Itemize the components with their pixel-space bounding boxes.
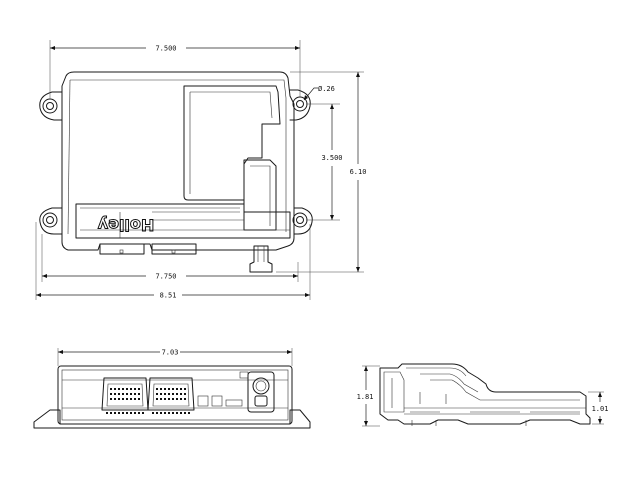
svg-text:1.81: 1.81 bbox=[357, 393, 374, 401]
svg-text:7.500: 7.500 bbox=[155, 45, 176, 53]
side-view-body bbox=[379, 363, 591, 425]
dimension-side-height: 1.81 bbox=[357, 365, 380, 427]
dimension-overall-width: 7.500 bbox=[49, 40, 301, 99]
top-view-connector-b bbox=[151, 243, 197, 255]
front-view-body bbox=[57, 365, 293, 425]
svg-text:3.500: 3.500 bbox=[321, 154, 342, 162]
dimension-overall-height: 6.10 bbox=[276, 71, 367, 273]
svg-text:8.51: 8.51 bbox=[160, 292, 177, 300]
dimension-mount-span: 7.750 bbox=[41, 234, 299, 282]
top-view-lower-rail bbox=[75, 203, 291, 239]
front-view-connector-pins bbox=[106, 388, 190, 414]
svg-text:1.01: 1.01 bbox=[592, 405, 609, 413]
svg-text:Ø.26: Ø.26 bbox=[318, 85, 335, 93]
front-view: 7.03 bbox=[33, 348, 311, 429]
front-view-vent-plug bbox=[247, 371, 275, 413]
top-view-connector-a bbox=[99, 243, 145, 255]
top-view-raised-block bbox=[183, 85, 281, 201]
svg-text:6.10: 6.10 bbox=[350, 168, 367, 176]
top-view-body bbox=[61, 71, 295, 251]
front-view-connector-b bbox=[147, 377, 195, 411]
svg-text:7.750: 7.750 bbox=[155, 273, 176, 281]
mounting-ear-top-left bbox=[39, 91, 63, 121]
dimension-hole-spacing: 3.500 bbox=[306, 103, 343, 221]
dimension-total-length: 8.51 bbox=[35, 222, 311, 300]
side-view: 1.81 1.01 bbox=[357, 363, 609, 427]
dimension-hole-diameter: Ø.26 bbox=[303, 85, 335, 101]
svg-text:7.03: 7.03 bbox=[162, 349, 179, 357]
brand-logo: Holley bbox=[97, 216, 154, 235]
top-view-connector-tower bbox=[243, 159, 277, 231]
dimension-side-base-height: 1.01 bbox=[588, 391, 609, 425]
front-view-connector-a bbox=[101, 377, 149, 411]
front-view-flange bbox=[33, 409, 311, 429]
mounting-ear-bottom-left bbox=[39, 207, 63, 235]
top-view: Holley 7.500 Ø.26 3.500 6.10 bbox=[35, 40, 367, 300]
top-view-vent-plug bbox=[249, 245, 273, 273]
mounting-ear-bottom-right bbox=[292, 207, 313, 235]
dimension-front-width: 7.03 bbox=[57, 348, 293, 366]
